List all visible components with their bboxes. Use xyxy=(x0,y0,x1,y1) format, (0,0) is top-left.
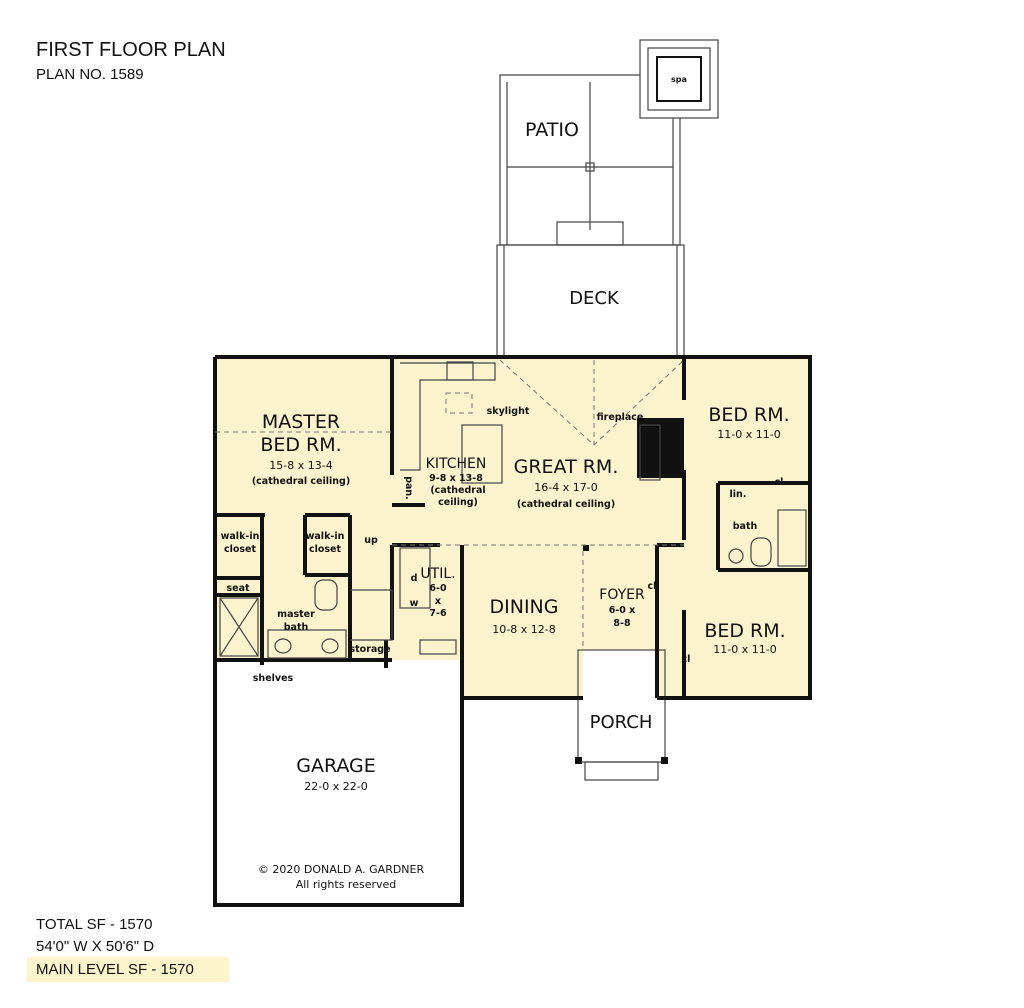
storage-label: storage xyxy=(349,644,390,655)
room-bed-1: BED RM. 11-0 x 11-0 xyxy=(708,404,789,441)
skylight-label: skylight xyxy=(487,406,530,417)
room-great: GREAT RM. 16-4 x 17-0 (cathedral ceiling… xyxy=(514,456,619,510)
plan-number: PLAN NO. 1589 xyxy=(36,66,144,83)
shelves-label: shelves xyxy=(253,673,294,684)
copyright: © 2020 DONALD A. GARDNER All rights rese… xyxy=(258,863,425,891)
dimensions: 54'0" W X 50'6" D xyxy=(36,938,154,955)
garage-dims: 22-0 x 22-0 xyxy=(304,780,367,793)
room-dining: DINING 10-8 x 12-8 xyxy=(490,596,559,636)
walls xyxy=(213,355,812,907)
foyer-dims-2: 8-8 xyxy=(613,618,631,629)
master-bath-label-2: bath xyxy=(284,622,309,633)
copyright-line-1: © 2020 DONALD A. GARDNER xyxy=(258,863,425,876)
dining-dims: 10-8 x 12-8 xyxy=(492,623,555,636)
porch: PORCH xyxy=(575,649,668,781)
seat-label: seat xyxy=(226,583,250,594)
foyer-name: FOYER xyxy=(599,587,645,603)
room-master: MASTER BED RM. 15-8 x 13-4 (cathedral ce… xyxy=(252,411,350,487)
util-dims-1: 6-0 xyxy=(429,583,447,594)
master-name-2: BED RM. xyxy=(260,434,341,456)
great-note: (cathedral ceiling) xyxy=(517,499,615,510)
main-level-sf: MAIN LEVEL SF - 1570 xyxy=(36,961,194,978)
porch-label: PORCH xyxy=(590,712,653,733)
linen-label: lin. xyxy=(730,489,747,500)
great-dims: 16-4 x 17-0 xyxy=(534,481,597,494)
closet-label-bed1: cl xyxy=(775,477,784,488)
spa-label: spa xyxy=(671,75,687,84)
dining-name: DINING xyxy=(490,596,559,618)
bed1-dims: 11-0 x 11-0 xyxy=(717,428,780,441)
fixtures xyxy=(215,359,807,659)
total-sf: TOTAL SF - 1570 xyxy=(36,916,152,933)
util-dims-3: 7-6 xyxy=(429,608,447,619)
plan-title: FIRST FLOOR PLAN xyxy=(36,39,226,61)
room-kitchen: KITCHEN 9-8 x 13-8 (cathedral ceiling) xyxy=(426,456,487,508)
fireplace-label: fireplace xyxy=(597,412,644,423)
highlight xyxy=(27,957,229,982)
room-util: UTIL. 6-0 x 7-6 d w xyxy=(410,566,456,619)
room-garage: GARAGE 22-0 x 22-0 xyxy=(296,755,376,793)
kitchen-name: KITCHEN xyxy=(426,456,487,472)
closet-label-foyer: cl xyxy=(648,581,657,592)
master-bath-label-1: master xyxy=(277,609,315,620)
deck: DECK xyxy=(496,244,685,358)
garage-name: GARAGE xyxy=(296,755,376,777)
kitchen-dims: 9-8 x 13-8 xyxy=(429,473,483,484)
bath-label: bath xyxy=(733,521,758,532)
walkin-closet-2-a: walk-in xyxy=(306,531,345,542)
master-note: (cathedral ceiling) xyxy=(252,476,350,487)
kitchen-note-2: ceiling) xyxy=(438,497,478,508)
util-dims-2: x xyxy=(435,596,441,607)
walkin-closet-1-a: walk-in xyxy=(221,531,260,542)
foyer-dims-1: 6-0 x xyxy=(609,605,636,616)
bed2-name: BED RM. xyxy=(704,620,785,642)
copyright-line-2: All rights reserved xyxy=(296,878,397,891)
master-name-1: MASTER xyxy=(262,411,340,433)
walkin-closet-1-b: closet xyxy=(224,544,257,555)
walkin-closet-2-b: closet xyxy=(309,544,342,555)
patio: PATIO xyxy=(499,74,681,246)
room-foyer: FOYER 6-0 x 8-8 xyxy=(599,587,645,629)
closet-label-bed2: cl xyxy=(682,654,691,665)
dryer-label: d xyxy=(411,573,418,584)
bed1-name: BED RM. xyxy=(708,404,789,426)
bed2-dims: 11-0 x 11-0 xyxy=(713,643,776,656)
spa: spa xyxy=(639,39,719,119)
stairs-up-label: up xyxy=(364,535,378,546)
deck-label: DECK xyxy=(569,288,620,309)
room-bed-2: BED RM. 11-0 x 11-0 xyxy=(704,620,785,656)
util-name: UTIL. xyxy=(420,566,455,582)
great-name: GREAT RM. xyxy=(514,456,619,478)
annotations: skylight fireplace pan. walk-in closet w… xyxy=(221,406,784,684)
patio-label: PATIO xyxy=(525,119,579,141)
pantry-label: pan. xyxy=(403,476,414,500)
master-dims: 15-8 x 13-4 xyxy=(269,459,332,472)
kitchen-note-1: (cathedral xyxy=(430,485,485,496)
washer-label: w xyxy=(410,598,419,609)
